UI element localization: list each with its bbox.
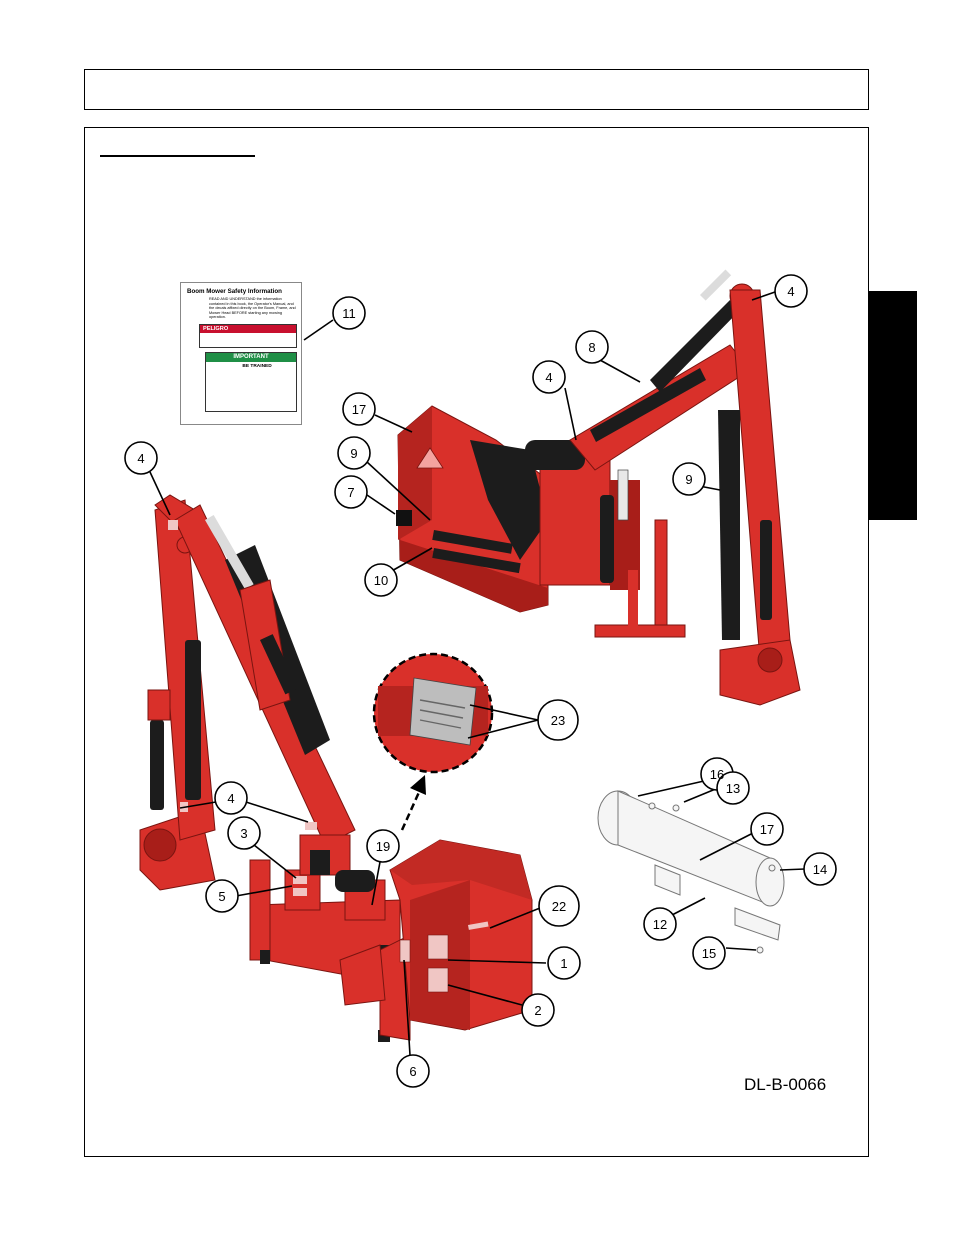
callout-9-upper-right: 9 [685, 472, 692, 487]
danger-label: PELIGRO [200, 324, 296, 333]
callout-4-upper-mid: 4 [545, 370, 552, 385]
decal-body: READ AND UNDERSTAND the information cont… [209, 297, 296, 320]
callout-4-lower-top: 4 [137, 451, 144, 466]
section-side-tab [869, 291, 917, 520]
callout-14: 14 [813, 862, 827, 877]
callout-13: 13 [726, 781, 740, 796]
callout-22: 22 [552, 899, 566, 914]
callout-7: 7 [347, 485, 354, 500]
drawing-number: DL-B-0066 [744, 1075, 827, 1094]
callout-17-upper: 17 [352, 402, 366, 417]
callout-5: 5 [218, 889, 225, 904]
upper-boom-mower [396, 269, 801, 706]
section-title-underline [100, 155, 255, 157]
callout-leaders [149, 291, 806, 1056]
serial-plate-detail [372, 652, 494, 774]
callout-4-lower-mid: 4 [227, 791, 234, 806]
be-trained-label: BE TRAINED [242, 363, 272, 369]
callout-6: 6 [409, 1064, 416, 1079]
safety-information-decal: Boom Mower Safety Information READ AND U… [180, 282, 302, 425]
callout-bubbles [124, 274, 837, 1088]
important-label: IMPORTANT [206, 352, 296, 362]
callout-2: 2 [534, 1003, 541, 1018]
page-header-box [84, 69, 869, 110]
callout-17-tank: 17 [760, 822, 774, 837]
callout-10: 10 [374, 573, 388, 588]
danger-panel: PELIGRO [199, 323, 297, 348]
callout-4-upper-right: 4 [787, 284, 794, 299]
callout-8: 8 [588, 340, 595, 355]
callout-19: 19 [376, 839, 390, 854]
important-panel: IMPORTANT BE TRAINED [205, 351, 297, 412]
lower-boom-mower [139, 494, 533, 1042]
callout-16: 16 [710, 767, 724, 782]
decal-title: Boom Mower Safety Information [187, 288, 282, 295]
callout-23: 23 [551, 713, 565, 728]
callout-9-upper-left: 9 [350, 446, 357, 461]
callout-numbers: 11 17 9 7 10 4 8 4 9 4 4 3 5 19 23 22 1 … [137, 284, 827, 1079]
content-box [84, 127, 869, 1157]
callout-11: 11 [342, 306, 356, 321]
callout-15: 15 [702, 946, 716, 961]
callout-1: 1 [560, 956, 567, 971]
callout-3: 3 [240, 826, 247, 841]
callout-12: 12 [653, 917, 667, 932]
hydraulic-tank-exploded-view [597, 790, 785, 954]
